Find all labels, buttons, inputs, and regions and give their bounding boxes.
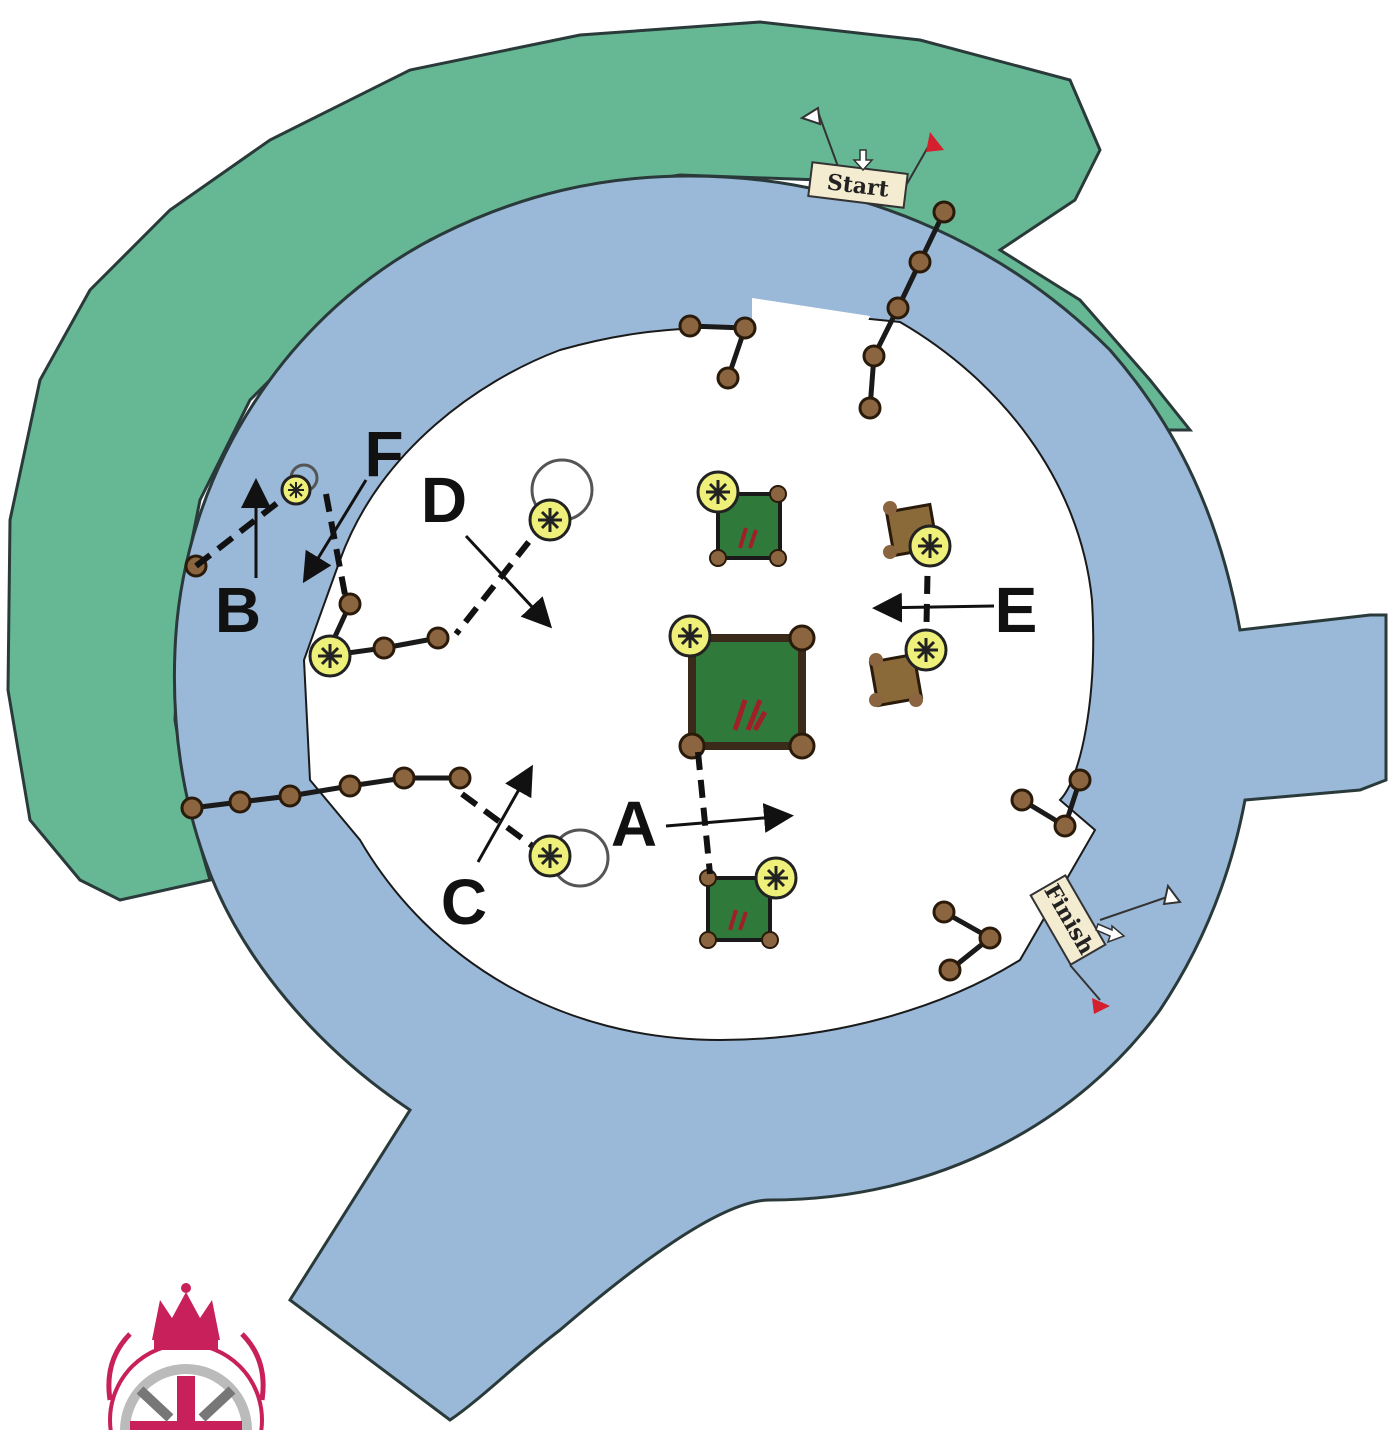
- brown-crate-lower: [868, 652, 924, 708]
- pole-node-icons: [180, 200, 1092, 982]
- label-f: F: [364, 418, 403, 490]
- grass-band: [6, 20, 1194, 902]
- gate-node-icons: [280, 470, 952, 900]
- label-a: A: [611, 788, 657, 860]
- direction-arrows: [241, 478, 995, 863]
- label-b: B: [215, 574, 261, 646]
- crown-emblem-icon: [106, 1283, 266, 1430]
- north-boulder: [709, 485, 787, 567]
- label-d: D: [421, 464, 467, 536]
- label-c: C: [441, 866, 487, 938]
- label-e: E: [995, 574, 1038, 646]
- finish-flag-icon: [1029, 873, 1182, 1014]
- start-flag-icon: [799, 106, 944, 209]
